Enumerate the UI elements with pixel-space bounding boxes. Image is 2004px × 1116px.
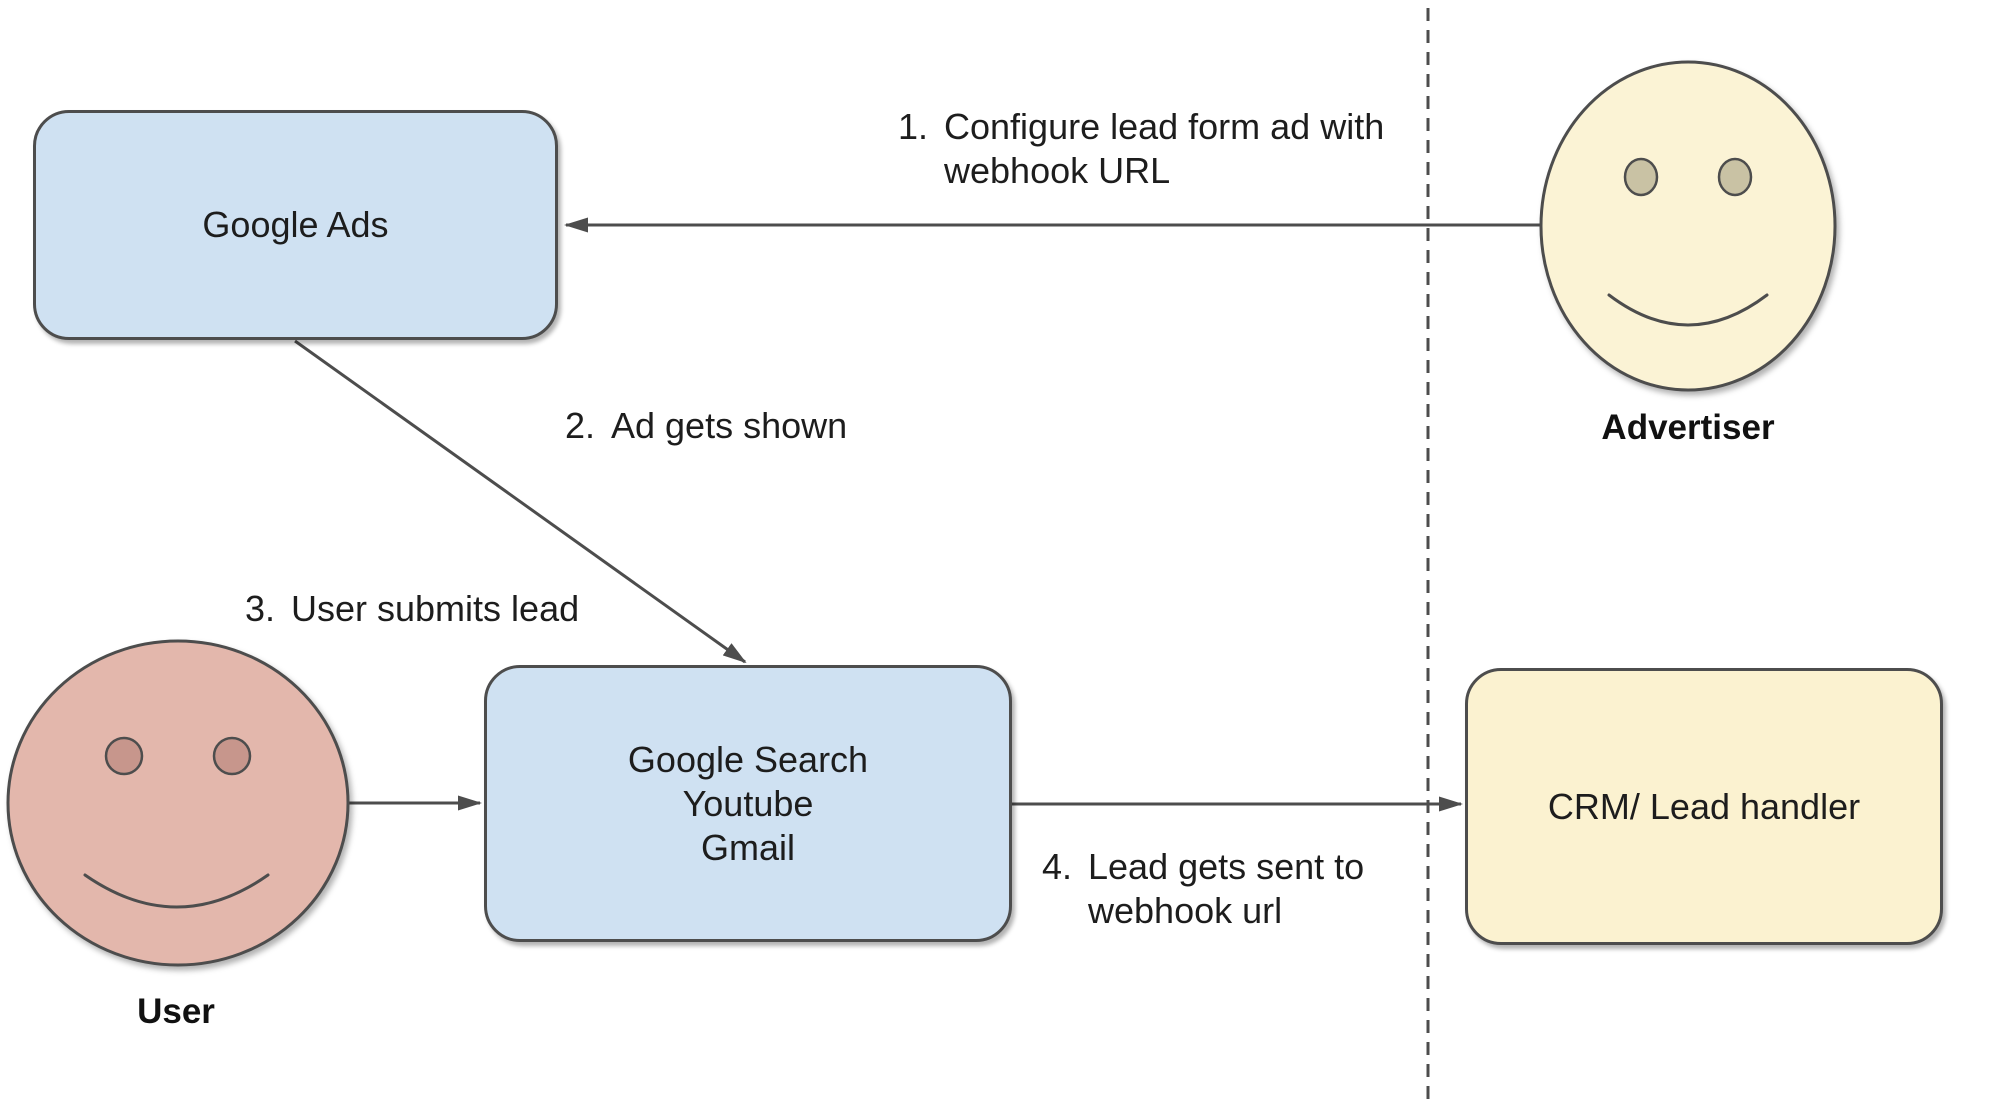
advertiser-eye-left bbox=[1623, 157, 1659, 197]
node-google-ads-label: Google Ads bbox=[202, 204, 389, 245]
step-4-line-1: Lead gets sent to bbox=[1088, 846, 1365, 887]
step-1-text: Configure lead form ad with webhook URL bbox=[944, 105, 1384, 193]
advertiser-eye-right bbox=[1717, 157, 1753, 197]
node-crm-label: CRM/ Lead handler bbox=[1547, 785, 1861, 827]
node-google-surfaces-line-3: Gmail bbox=[700, 826, 795, 868]
user-label: User bbox=[137, 992, 215, 1031]
step-3-user-submits-lead: 3. User submits lead bbox=[245, 587, 579, 631]
user-smile bbox=[83, 873, 270, 909]
arrow-ad-gets-shown bbox=[294, 339, 747, 664]
user-head bbox=[6, 639, 350, 967]
user-face bbox=[6, 639, 350, 967]
step-4-text: Lead gets sent to webhook url bbox=[1088, 845, 1364, 933]
step-1-line-2: webhook URL bbox=[944, 150, 1171, 191]
step-1-number: 1. bbox=[898, 106, 929, 147]
step-4-number: 4. bbox=[1042, 846, 1073, 887]
step-4-line-2: webhook url bbox=[1088, 890, 1283, 931]
step-4-lead-sent-to-webhook: 4. Lead gets sent to webhook url bbox=[1042, 845, 1364, 933]
step-1-line-1: Configure lead form ad with bbox=[944, 106, 1385, 147]
advertiser-smile bbox=[1607, 293, 1769, 327]
step-3-line-1: User submits lead bbox=[291, 588, 580, 629]
advertiser-head bbox=[1539, 60, 1837, 392]
step-3-number: 3. bbox=[245, 588, 276, 629]
node-crm-lead-handler: CRM/ Lead handler bbox=[1465, 668, 1943, 945]
step-1-configure-lead-form: 1. Configure lead form ad with webhook U… bbox=[898, 105, 1384, 193]
step-2-ad-gets-shown: 2. Ad gets shown bbox=[565, 404, 847, 448]
user-eye-right bbox=[212, 736, 252, 776]
step-2-number: 2. bbox=[565, 405, 596, 446]
user-eye-left bbox=[104, 736, 144, 776]
node-google-surfaces-line-1: Google Search bbox=[627, 738, 869, 780]
step-2-line-1: Ad gets shown bbox=[611, 405, 848, 446]
advertiser-label: Advertiser bbox=[1601, 408, 1775, 447]
node-google-surfaces-line-2: Youtube bbox=[682, 782, 814, 824]
node-google-ads: Google Ads bbox=[33, 110, 558, 340]
node-google-surfaces: Google Search Youtube Gmail bbox=[484, 665, 1012, 942]
advertiser-face bbox=[1539, 60, 1837, 392]
